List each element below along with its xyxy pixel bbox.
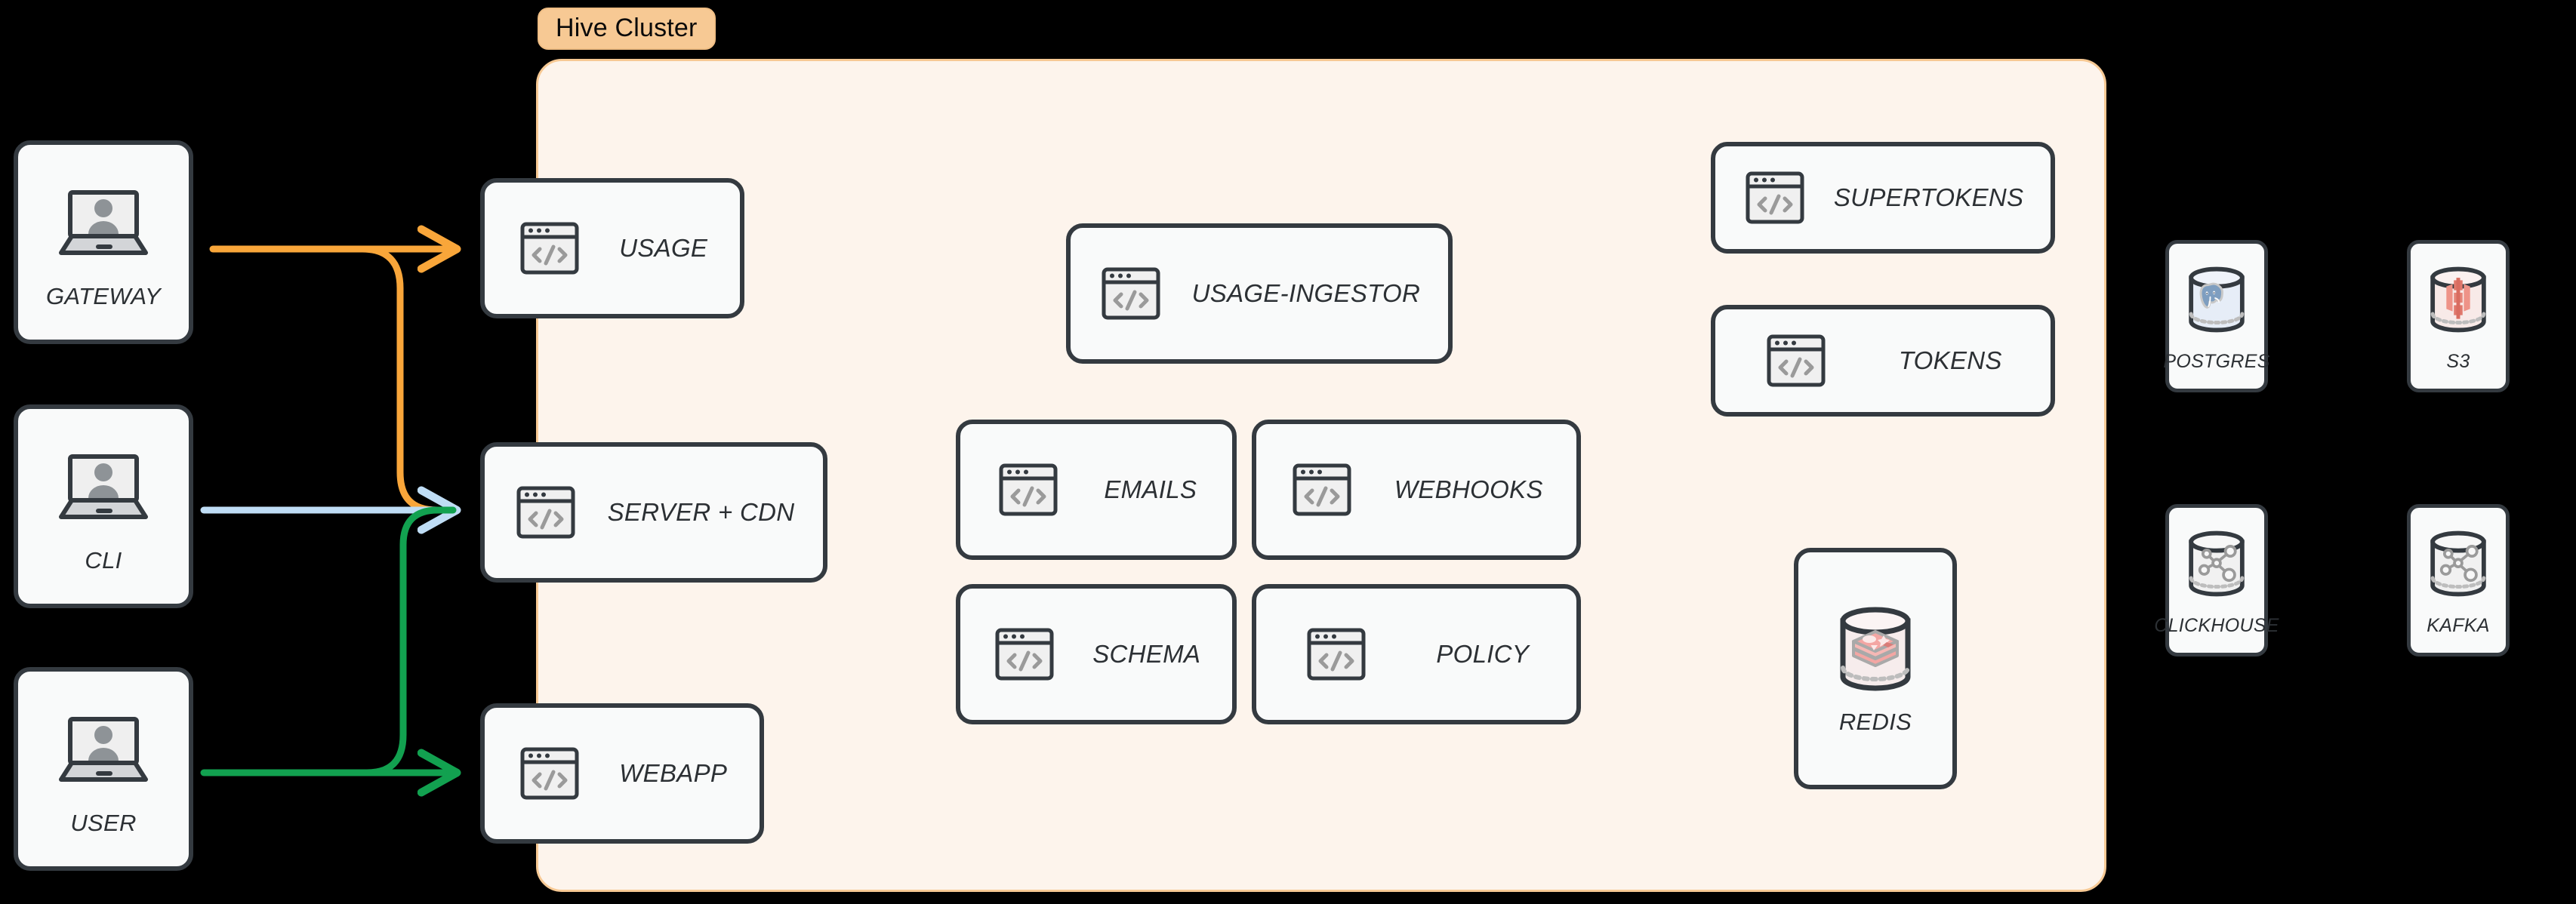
code-window-icon <box>520 222 579 275</box>
generic-database-icon <box>2430 530 2486 596</box>
service-label: EMAILS <box>1104 475 1197 503</box>
client-label: USER <box>70 810 137 836</box>
service-label: USAGE <box>619 234 708 262</box>
store-label: CLICKHOUSE <box>2154 614 2279 636</box>
service-node-tokens[interactable]: TOKENS <box>1711 305 2055 417</box>
code-window-icon <box>520 747 579 800</box>
service-label: TOKENS <box>1898 346 2002 374</box>
store-node-s3[interactable]: S3 <box>2407 240 2510 392</box>
service-node-emails[interactable]: EMAILS <box>956 420 1237 560</box>
redis-database-icon <box>1840 607 1911 691</box>
service-label: WEBAPP <box>619 759 728 787</box>
service-node-policy[interactable]: POLICY <box>1252 584 1581 724</box>
store-label: S3 <box>2446 350 2470 372</box>
service-label: USAGE-INGESTOR <box>1191 279 1421 307</box>
code-window-icon <box>1293 463 1351 516</box>
s3-database-icon <box>2430 266 2486 332</box>
code-window-icon <box>1767 334 1826 387</box>
laptop-user-icon <box>59 454 148 519</box>
service-node-usage-ingestor[interactable]: USAGE-INGESTOR <box>1066 223 1453 364</box>
gateway-to-server-edge <box>359 245 457 514</box>
service-label: WEBHOOKS <box>1394 475 1543 503</box>
code-window-icon <box>1307 628 1366 681</box>
store-label: POSTGRES <box>2163 350 2270 372</box>
service-label: SUPERTOKENS <box>1833 183 2024 211</box>
service-node-supertokens[interactable]: SUPERTOKENS <box>1711 142 2055 254</box>
service-node-server-cdn[interactable]: SERVER + CDN <box>480 442 827 583</box>
client-node-user[interactable]: USER <box>14 667 193 871</box>
laptop-user-icon <box>59 717 148 782</box>
store-node-postgres[interactable]: POSTGRES <box>2163 240 2270 392</box>
postgres-database-icon <box>2189 266 2245 332</box>
service-node-webapp[interactable]: WEBAPP <box>480 703 764 844</box>
service-label: SERVER + CDN <box>607 498 795 526</box>
client-label: CLI <box>85 547 122 573</box>
store-label: REDIS <box>1838 709 1912 735</box>
client-label: GATEWAY <box>46 283 161 309</box>
store-node-kafka[interactable]: KAFKA <box>2407 504 2510 656</box>
service-node-usage[interactable]: USAGE <box>480 178 744 318</box>
laptop-user-icon <box>59 190 148 255</box>
store-node-redis[interactable]: REDIS <box>1794 548 1957 789</box>
service-label: POLICY <box>1436 640 1530 668</box>
user-to-server-edge <box>363 506 457 776</box>
code-window-icon <box>1746 171 1804 224</box>
service-label: SCHEMA <box>1092 640 1201 668</box>
cluster-label-badge: Hive Cluster <box>538 8 716 50</box>
code-window-icon <box>1102 267 1160 320</box>
store-label: KAFKA <box>2427 614 2490 636</box>
store-node-clickhouse[interactable]: CLICKHOUSE <box>2154 504 2279 656</box>
code-window-icon <box>995 628 1054 681</box>
client-node-gateway[interactable]: GATEWAY <box>14 140 193 344</box>
code-window-icon <box>999 463 1058 516</box>
code-window-icon <box>516 486 575 539</box>
generic-database-icon <box>2189 530 2245 596</box>
service-node-schema[interactable]: SCHEMA <box>956 584 1237 724</box>
client-node-cli[interactable]: CLI <box>14 404 193 608</box>
service-node-webhooks[interactable]: WEBHOOKS <box>1252 420 1581 560</box>
